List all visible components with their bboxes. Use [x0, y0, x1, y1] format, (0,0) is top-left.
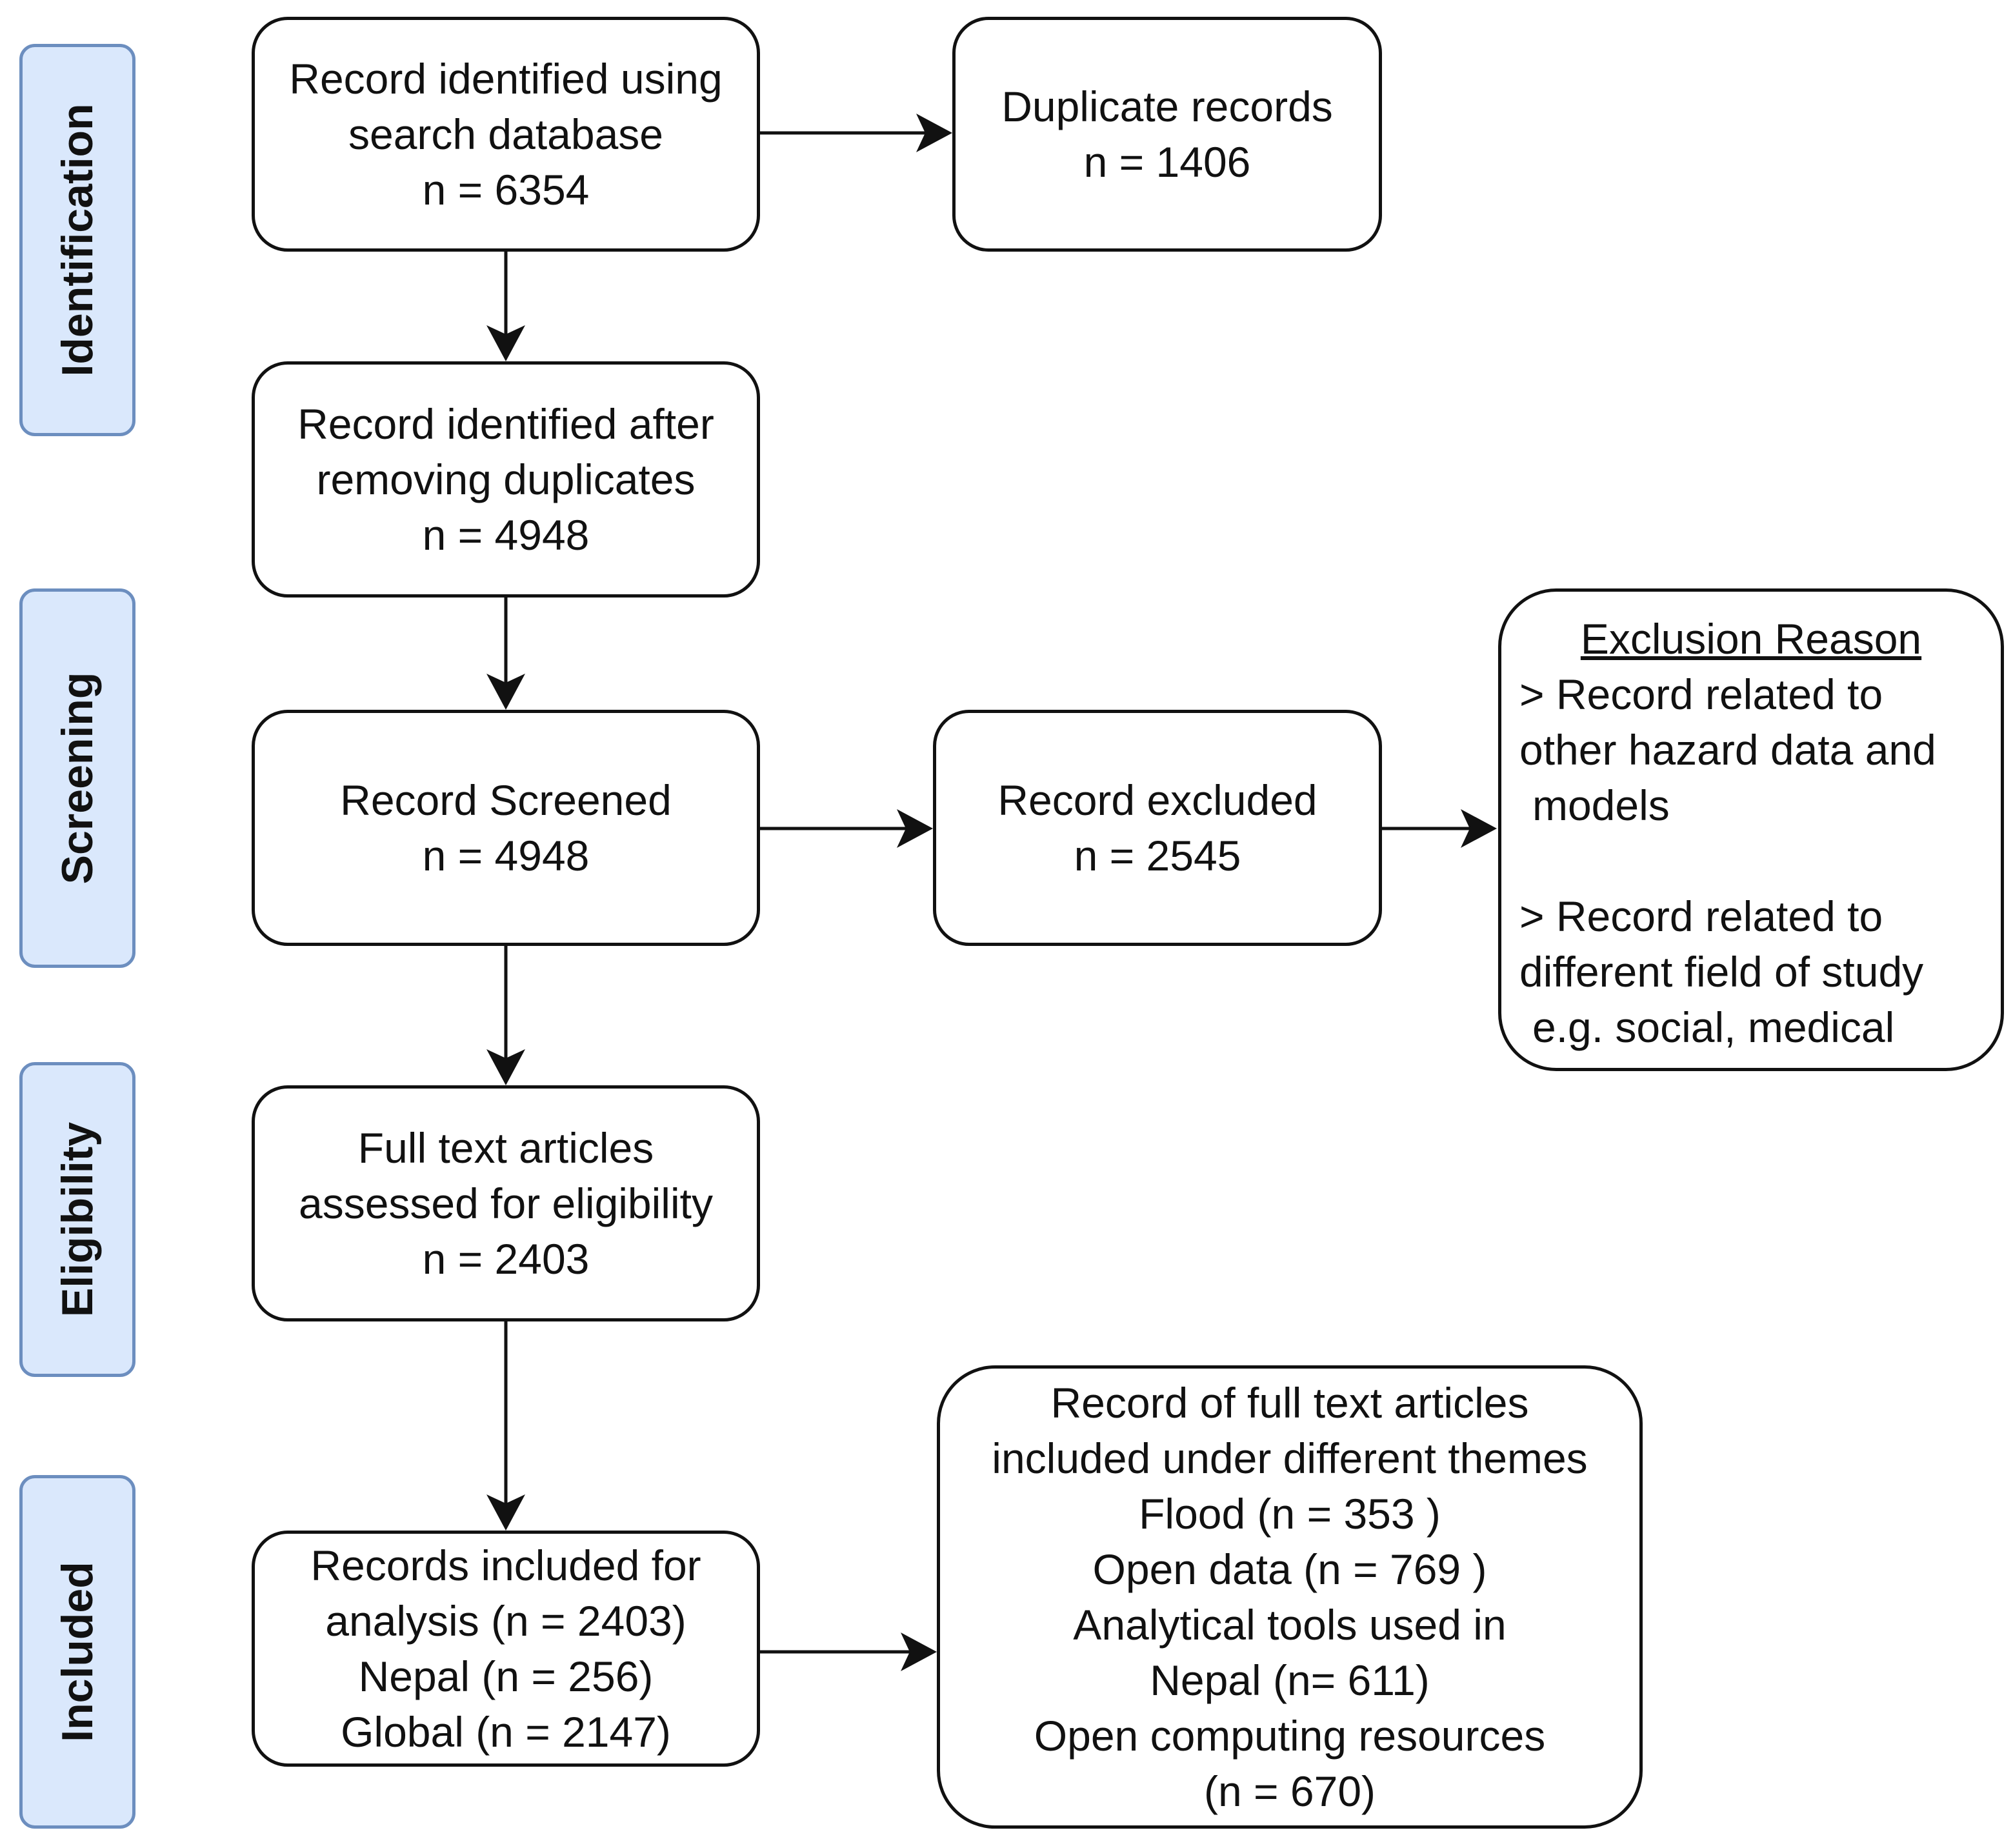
box-records-excluded-line1: Record excluded	[997, 776, 1317, 824]
box-themes-line1: Record of full text articles	[1050, 1379, 1529, 1427]
box-records-screened-line1: Record Screened	[340, 776, 672, 824]
arrowhead-excluded	[897, 809, 933, 848]
box-themes-line5: Analytical tools used in	[1073, 1601, 1507, 1649]
arrowhead-themes	[901, 1632, 937, 1671]
exclusion-reason1-line2: other hazard data and	[1519, 726, 1936, 774]
box-after-dedup-line1: Record identified after	[297, 400, 714, 448]
box-themes-line4: Open data (n = 769 )	[1092, 1545, 1487, 1593]
box-duplicate-records-count: n = 1406	[1083, 138, 1251, 186]
box-themes-line2: included under different themes	[992, 1434, 1588, 1482]
box-records-included: Records included for analysis (n = 2403)…	[252, 1531, 760, 1767]
exclusion-reason2-line2: different field of study	[1519, 948, 1924, 996]
box-records-included-line2: analysis (n = 2403)	[325, 1597, 686, 1645]
box-records-excluded-count: n = 2545	[1074, 832, 1241, 879]
phase-screening: Screening	[19, 588, 135, 968]
box-records-identified-line1: Record identified using	[289, 55, 723, 103]
arrowhead-included	[486, 1494, 525, 1531]
box-full-text-line2: assessed for eligibility	[299, 1180, 713, 1227]
box-after-dedup-count: n = 4948	[422, 511, 590, 559]
exclusion-reason2-line1: > Record related to	[1519, 892, 1883, 940]
arrowhead-fulltext	[486, 1049, 525, 1085]
arrowhead-dedup	[486, 325, 525, 361]
box-records-included-line1: Records included for	[310, 1542, 701, 1589]
box-full-text-line1: Full text articles	[357, 1124, 654, 1172]
box-exclusion-reason: Exclusion Reason > Record related to oth…	[1498, 588, 2004, 1071]
exclusion-reason1-line3: models	[1532, 781, 1670, 829]
box-themes: Record of full text articles included un…	[937, 1365, 1643, 1829]
exclusion-reason1-line1: > Record related to	[1519, 670, 1883, 718]
box-full-text-assessed: Full text articles assessed for eligibil…	[252, 1085, 760, 1321]
box-themes-line8: (n = 670)	[1204, 1767, 1376, 1815]
exclusion-spacer	[1501, 833, 2001, 889]
phase-eligibility: Eligibility	[19, 1062, 135, 1377]
box-themes-line7: Open computing resources	[1034, 1712, 1546, 1760]
box-records-screened: Record Screened n = 4948	[252, 710, 760, 946]
box-records-included-line3: Nepal (n = 256)	[358, 1652, 654, 1700]
box-records-identified-count: n = 6354	[422, 166, 590, 214]
exclusion-reason2-line3: e.g. social, medical	[1532, 1003, 1895, 1051]
box-records-identified-line2: search database	[348, 110, 663, 158]
box-after-dedup-line2: removing duplicates	[316, 456, 696, 503]
phase-identification: Identification	[19, 44, 135, 436]
arrowhead-screened	[486, 674, 525, 710]
box-records-excluded: Record excluded n = 2545	[933, 710, 1382, 946]
arrowhead-reason	[1461, 809, 1497, 848]
arrowhead-duplicates	[916, 114, 952, 152]
box-themes-line3: Flood (n = 353 )	[1139, 1490, 1441, 1538]
exclusion-heading: Exclusion Reason	[1580, 615, 1922, 663]
box-duplicate-records-line1: Duplicate records	[1001, 83, 1333, 130]
box-records-included-line4: Global (n = 2147)	[341, 1708, 671, 1756]
box-records-screened-count: n = 4948	[422, 832, 590, 879]
box-full-text-count: n = 2403	[422, 1235, 590, 1283]
phase-included: Included	[19, 1475, 135, 1829]
box-after-dedup: Record identified after removing duplica…	[252, 361, 760, 598]
box-records-identified: Record identified using search database …	[252, 17, 760, 252]
box-duplicate-records: Duplicate records n = 1406	[952, 17, 1382, 252]
box-themes-line6: Nepal (n= 611)	[1150, 1656, 1430, 1704]
